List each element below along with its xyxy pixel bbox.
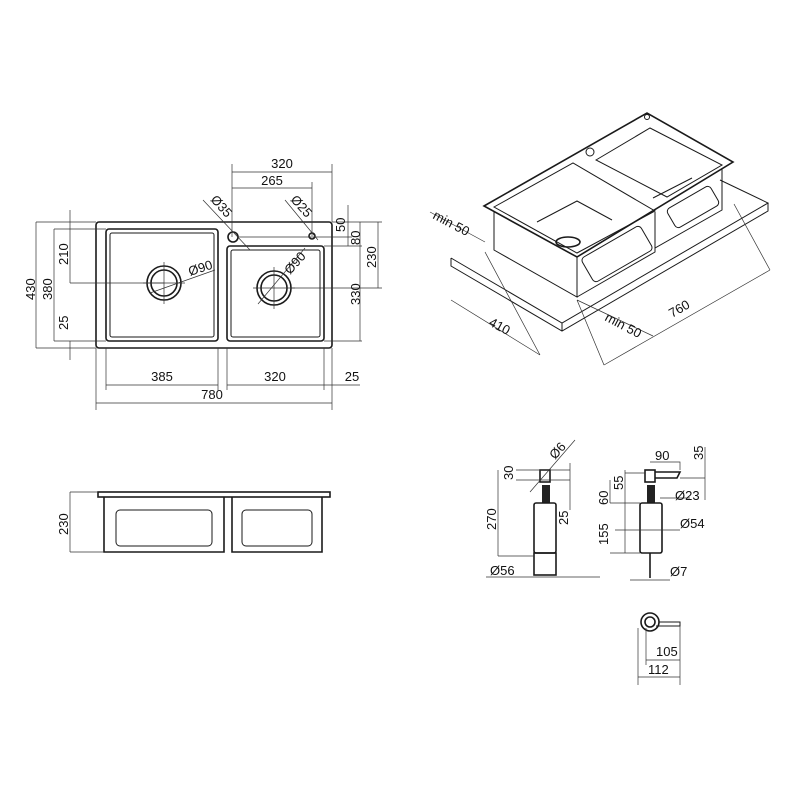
dim-drain-left: Ø90: [186, 257, 214, 279]
dim-d6: Ø6: [546, 439, 569, 462]
dim-hole-35: Ø35: [208, 192, 236, 220]
top-view: 320 265 Ø35 Ø25 Ø90 Ø90 430 380 210 25 5…: [23, 156, 382, 410]
dim-320-bottom: 320: [264, 369, 286, 384]
dim-230: 230: [364, 246, 379, 268]
dim-d7: Ø7: [670, 564, 687, 579]
dim-60: 60: [596, 491, 611, 505]
dim-320-top: 320: [271, 156, 293, 171]
dim-55: 55: [611, 476, 626, 490]
bottle: [533, 502, 557, 554]
dim-155: 155: [596, 523, 611, 545]
dim-112: 112: [648, 662, 669, 677]
iso-view: min 50 min 50 410 760: [429, 112, 771, 366]
dim-265: 265: [261, 173, 283, 188]
left-bowl: [105, 228, 219, 342]
right-bowl: [226, 245, 325, 342]
dim-35: 35: [691, 446, 706, 460]
dim-d56: Ø56: [490, 563, 515, 578]
dim-min-50-front: min 50: [603, 309, 645, 341]
dim-230-side: 230: [56, 513, 71, 535]
dispenser-side: 90 35 55 60 Ø23 155 Ø54 Ø7: [596, 446, 706, 581]
dim-hole-25: Ø25: [288, 192, 316, 220]
dim-25-right: 25: [345, 369, 359, 384]
dim-30: 30: [501, 466, 516, 480]
sink-outline: [95, 221, 333, 349]
dim-d23: Ø23: [675, 488, 700, 503]
dim-210: 210: [56, 243, 71, 265]
dim-25-disp: 25: [556, 511, 571, 525]
dim-780: 780: [201, 387, 223, 402]
dim-80: 80: [348, 231, 363, 245]
dispenser-top: 105 112: [637, 612, 681, 685]
side-rim: [97, 491, 331, 498]
dim-d54: Ø54: [680, 516, 705, 531]
dim-90: 90: [655, 448, 669, 463]
sink-rim: [482, 112, 735, 258]
dim-drain-right: Ø90: [281, 249, 309, 277]
dispenser-front: 30 270 25 Ø6 Ø56: [484, 439, 600, 578]
countertop: [450, 179, 770, 332]
side-view: 230: [56, 491, 331, 553]
thread: [542, 485, 550, 503]
dim-25-left: 25: [56, 316, 71, 330]
dim-410: 410: [487, 314, 513, 337]
dim-105: 105: [656, 644, 678, 659]
dim-50: 50: [333, 218, 348, 232]
dim-380: 380: [40, 278, 55, 300]
dim-430: 430: [23, 278, 38, 300]
dim-min-50-left: min 50: [431, 207, 473, 239]
tap-hole: [227, 231, 239, 243]
dim-330: 330: [348, 283, 363, 305]
dim-270: 270: [484, 508, 499, 530]
dim-385: 385: [151, 369, 173, 384]
